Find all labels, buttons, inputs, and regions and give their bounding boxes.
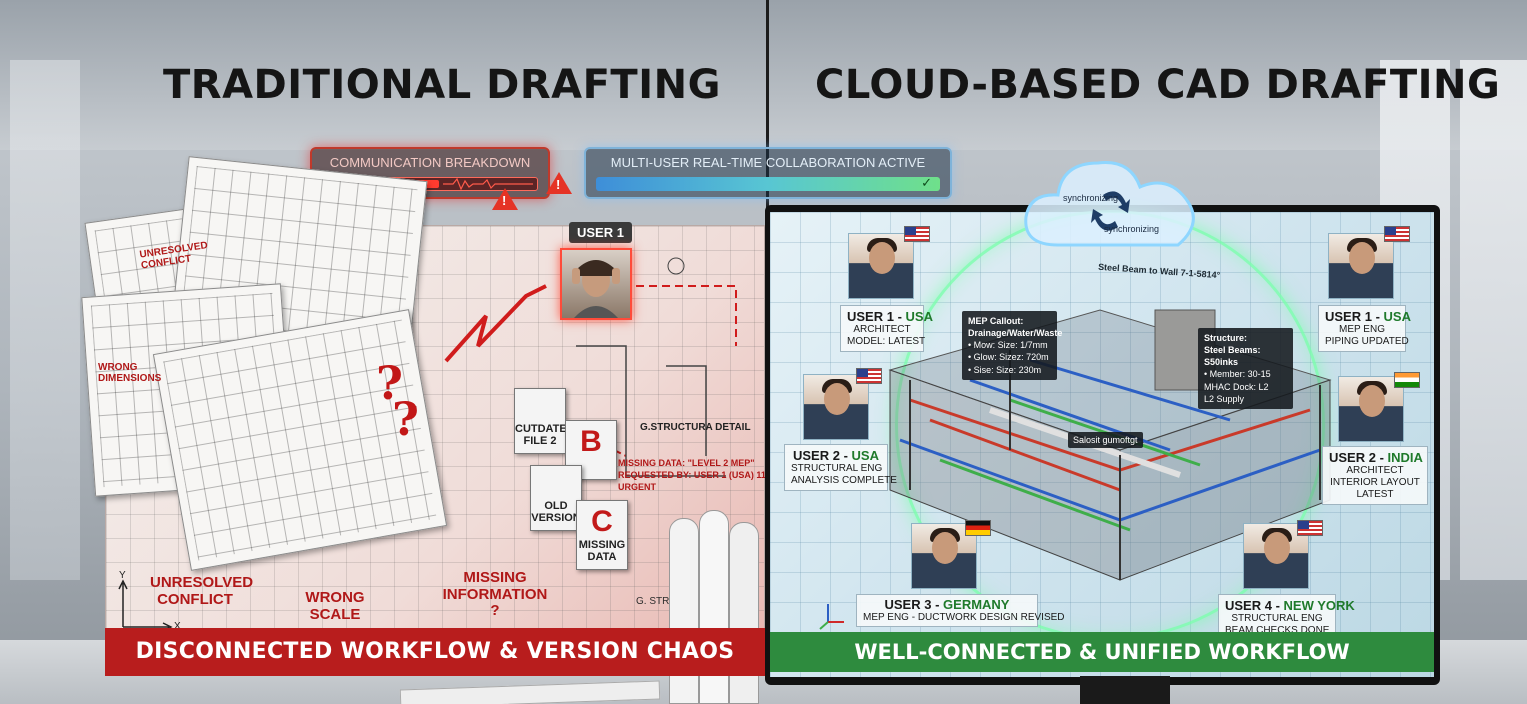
doc-label: CUTDATED FILE 2 xyxy=(515,422,575,447)
india-flag-icon xyxy=(1394,372,1420,388)
user-name: USER 1 xyxy=(1325,309,1372,324)
usa-flag-icon xyxy=(856,368,882,384)
user-name: USER 3 xyxy=(884,597,932,612)
old-version-icon: OLD VERSION xyxy=(530,465,582,531)
stressed-user-avatar xyxy=(560,248,632,320)
user-name: USER 4 xyxy=(1225,598,1272,613)
user-role: STRUCTURAL ENG xyxy=(1231,613,1323,624)
user-name: USER 2 xyxy=(793,448,840,463)
communication-breakdown-label: COMMUNICATION BREAKDOWN xyxy=(329,155,531,170)
cloud-sync-icon xyxy=(1024,161,1195,247)
user-location: USA xyxy=(905,309,933,324)
user4-new-york-structural-avatar xyxy=(1243,523,1309,589)
user-status: INTERIOR LAYOUT LATEST xyxy=(1330,477,1420,500)
doc-label: OLD VERSION xyxy=(531,499,581,524)
urgent-note: URGENT xyxy=(618,482,656,492)
center-divider xyxy=(766,0,769,220)
outdated-file-icon: CUTDATED FILE 2 xyxy=(514,388,575,454)
unified-workflow-banner: WELL-CONNECTED & UNIFIED WORKFLOW xyxy=(770,632,1434,672)
mep-callout-line: • Sise: Size: 230m xyxy=(968,364,1042,375)
user1-usa-mep-avatar xyxy=(1328,233,1394,299)
wrong-scale-label: WRONG SCALE xyxy=(305,589,365,623)
user-role: ARCHITECT xyxy=(1346,465,1404,476)
user-role: MEP ENG xyxy=(1339,324,1385,335)
title-traditional-drafting: TRADITIONAL DRAFTING xyxy=(163,62,721,108)
user1-usa-mep-card: USER 1 - USA MEP ENG PIPING UPDATED xyxy=(1318,305,1411,352)
user1-usa-architect-card: USER 1 - USA ARCHITECT MODEL: LATEST xyxy=(840,305,933,352)
doc-letter: C xyxy=(591,505,613,538)
usa-flag-icon xyxy=(904,226,930,242)
collaboration-progress-bar: ✓ xyxy=(596,175,940,191)
structure-callout-line: Steel Beams: S50inks xyxy=(1204,345,1261,368)
user-location: NEW YORK xyxy=(1283,598,1355,613)
x-axis-label: X xyxy=(174,621,181,632)
user-status: PIPING UPDATED xyxy=(1325,336,1409,347)
warning-icon: ! xyxy=(546,172,572,194)
user3-germany-mep-avatar xyxy=(911,523,977,589)
doc-label: MISSING DATA xyxy=(578,538,626,563)
monitor-stand xyxy=(1080,676,1170,704)
user3-germany-mep-card: USER 3 - GERMANY MEP ENG - DUCTWORK DESI… xyxy=(856,594,1065,627)
structure-callout: Structure: Steel Beams: S50inks • Member… xyxy=(1198,328,1293,409)
mep-callout-line: • Glow: Sizez: 720m xyxy=(968,352,1049,363)
user-location: INDIA xyxy=(1387,450,1423,465)
axes-icon xyxy=(118,579,173,632)
missing-data-note: MISSING DATA: "Level 2 MEP" xyxy=(618,458,755,468)
structural-short-label: G. STRU xyxy=(636,596,677,607)
check-icon: ✓ xyxy=(921,175,932,190)
title-cloud-cad-drafting: CLOUD-BASED CAD DRAFTING xyxy=(815,62,1501,108)
sync-text: synchronizing xyxy=(1063,193,1119,203)
user2-usa-structural-card: USER 2 - USA STRUCTURAL ENG ANALYSIS COM… xyxy=(784,444,897,491)
collaboration-label: MULTI-USER REAL-TIME COLLABORATION ACTIV… xyxy=(610,155,926,170)
missing-information-label: MISSING INFORMATION ? xyxy=(442,569,548,619)
usa-flag-icon xyxy=(1297,520,1323,536)
3d-axis-gizmo-icon xyxy=(819,604,844,630)
user-role: MEP ENG - DUCTWORK DESIGN REVISED xyxy=(863,612,1065,623)
structure-callout-line: L2 Supply xyxy=(1204,393,1245,404)
mep-callout-line: • Mow: Size: 1/7mm xyxy=(968,340,1048,351)
user-status: BEAM CHECKS DONE xyxy=(1225,625,1330,636)
user2-usa-structural-avatar xyxy=(803,374,869,440)
question-mark-icon: ? xyxy=(392,392,419,446)
user-location: GERMANY xyxy=(943,597,1010,612)
user2-india-architect-avatar xyxy=(1338,376,1404,442)
stressed-person-icon xyxy=(572,260,620,318)
user-role: STRUCTURAL ENG xyxy=(791,463,883,474)
structural-detail-label: G.STRUCTURA DETAIL xyxy=(640,422,751,433)
missing-data-icon: C MISSING DATA xyxy=(576,500,628,570)
sync-text: synchronizing xyxy=(1104,224,1160,234)
window-pane xyxy=(10,60,80,580)
user1-usa-architect-avatar xyxy=(848,233,914,299)
user-role: ARCHITECT xyxy=(853,324,911,335)
warning-icon: ! xyxy=(492,188,518,210)
question-mark-icon: ? xyxy=(376,356,403,410)
small-callout: Salosit gumoftgt xyxy=(1068,432,1143,449)
user-name: USER 2 xyxy=(1329,450,1376,465)
window-pane xyxy=(1460,60,1527,580)
user2-india-architect-card: USER 2 - INDIA ARCHITECT INTERIOR LAYOUT… xyxy=(1322,446,1428,505)
disconnected-workflow-banner: DISCONNECTED WORKFLOW & VERSION CHAOS xyxy=(105,628,765,676)
user-status: ANALYSIS COMPLETE xyxy=(791,475,897,486)
unresolved-conflict-label: UNRESOLVED CONFLICT xyxy=(150,574,254,608)
user-status: MODEL: LATEST xyxy=(847,336,926,347)
user-location: USA xyxy=(851,448,879,463)
doc-letter: B xyxy=(580,425,602,458)
mep-callout-title: MEP Callout: xyxy=(968,316,1024,326)
ceiling xyxy=(0,0,1527,150)
note-wrong-dimensions: WRONG DIMENSIONS xyxy=(98,362,162,384)
structure-callout-title: Structure: xyxy=(1204,333,1248,343)
mep-callout: MEP Callout: Drainage/Water/Waste • Mow:… xyxy=(962,311,1062,380)
mep-callout-line: Drainage/Water/Waste xyxy=(968,328,1063,339)
user-location: USA xyxy=(1383,309,1411,324)
usa-flag-icon xyxy=(1384,226,1410,242)
signal-noise-icon xyxy=(443,178,533,190)
collaboration-status: MULTI-USER REAL-TIME COLLABORATION ACTIV… xyxy=(584,147,952,199)
user-name: USER 1 xyxy=(847,309,894,324)
requested-by-note: REQUESTED BY: USER 1 (USA) 11:07 xyxy=(618,470,779,480)
germany-flag-icon xyxy=(965,520,991,536)
structure-callout-line: MHAC Dock: L2 xyxy=(1204,381,1269,392)
user1-tag: USER 1 xyxy=(569,222,632,243)
y-axis-label: Y xyxy=(119,570,126,581)
structure-callout-line: • Member: 30-15 xyxy=(1204,369,1271,380)
